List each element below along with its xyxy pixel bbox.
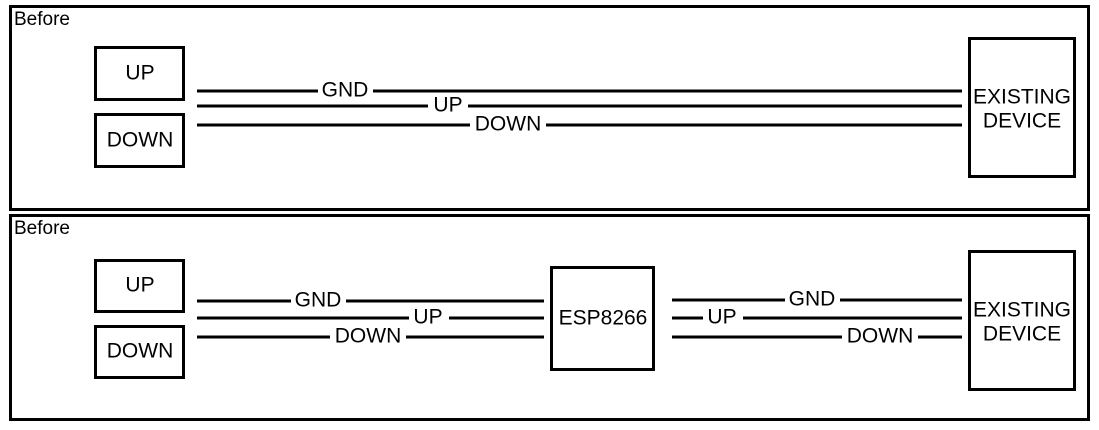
panel-border-bottom — [9, 214, 1090, 421]
node-up-source-bottom: UP — [94, 259, 185, 313]
node-existing-device-bottom-label-line2: DEVICE — [983, 323, 1061, 346]
node-existing-device-top-box — [968, 37, 1076, 178]
node-up-source-top-label: UP — [125, 62, 154, 85]
wire-label-up-right-bottom-text: UP — [707, 306, 736, 329]
wire-label-down-right-bottom-bg — [842, 326, 918, 348]
node-existing-device-bottom-label-line1: EXISTING — [973, 299, 1071, 322]
panel-before-top: Before GND UP DOWN UP — [9, 5, 1090, 211]
wire-label-gnd-right-bottom: GND — [785, 288, 840, 311]
node-down-source-top-box — [94, 113, 185, 168]
wire-label-gnd-top-bg — [318, 80, 373, 102]
wire-label-up-right-bottom: UP — [703, 306, 743, 329]
node-esp8266: ESP8266 — [550, 266, 655, 371]
node-existing-device-top-label-line2: DEVICE — [983, 110, 1061, 133]
node-up-source-bottom-box — [94, 259, 185, 313]
node-down-source-bottom-label: DOWN — [107, 340, 174, 363]
wire-label-down-top-text: DOWN — [475, 113, 542, 136]
wire-label-gnd-right-bottom-text: GND — [789, 288, 836, 311]
wire-label-gnd-left-bottom: GND — [291, 289, 346, 312]
wire-label-down-right-bottom-text: DOWN — [847, 325, 914, 348]
node-existing-device-top: EXISTING DEVICE — [968, 37, 1076, 178]
panel-before-bottom: Before GND UP DOWN GND — [9, 214, 1090, 421]
wire-label-gnd-top-text: GND — [322, 79, 369, 102]
node-up-source-top-box — [94, 46, 185, 101]
node-down-source-bottom: DOWN — [94, 325, 185, 379]
node-esp8266-label: ESP8266 — [559, 307, 648, 330]
wire-label-gnd-top: GND — [318, 79, 373, 102]
wire-label-up-left-bottom: UP — [409, 306, 449, 329]
wire-label-gnd-left-bottom-bg — [291, 290, 346, 312]
panel-border-top — [9, 5, 1090, 211]
wire-label-up-top-bg — [428, 95, 468, 117]
node-esp8266-box — [550, 266, 655, 371]
node-down-source-bottom-box — [94, 325, 185, 379]
wire-label-up-top-text: UP — [433, 94, 462, 117]
node-up-source-top: UP — [94, 46, 185, 101]
node-down-source-top: DOWN — [94, 113, 185, 168]
wire-label-up-left-bottom-text: UP — [413, 306, 442, 329]
wire-label-down-left-bottom: DOWN — [330, 325, 406, 348]
wire-label-up-right-bottom-bg — [703, 307, 743, 329]
wire-label-up-left-bottom-bg — [409, 307, 449, 329]
wire-label-down-left-bottom-bg — [330, 326, 406, 348]
wire-label-down-top: DOWN — [470, 113, 546, 136]
node-existing-device-bottom-box — [968, 250, 1076, 391]
wire-label-down-left-bottom-text: DOWN — [335, 325, 402, 348]
wire-label-up-top: UP — [428, 94, 468, 117]
panel-title-bottom: Before — [14, 218, 70, 239]
node-down-source-top-label: DOWN — [107, 129, 174, 152]
node-existing-device-bottom: EXISTING DEVICE — [968, 250, 1076, 391]
wire-label-down-top-bg — [470, 114, 546, 136]
panel-title-top: Before — [14, 9, 70, 30]
node-existing-device-top-label-line1: EXISTING — [973, 86, 1071, 109]
wire-label-down-right-bottom: DOWN — [842, 325, 918, 348]
wire-label-gnd-right-bottom-bg — [785, 289, 840, 311]
wire-label-gnd-left-bottom-text: GND — [295, 289, 342, 312]
node-up-source-bottom-label: UP — [125, 274, 154, 297]
